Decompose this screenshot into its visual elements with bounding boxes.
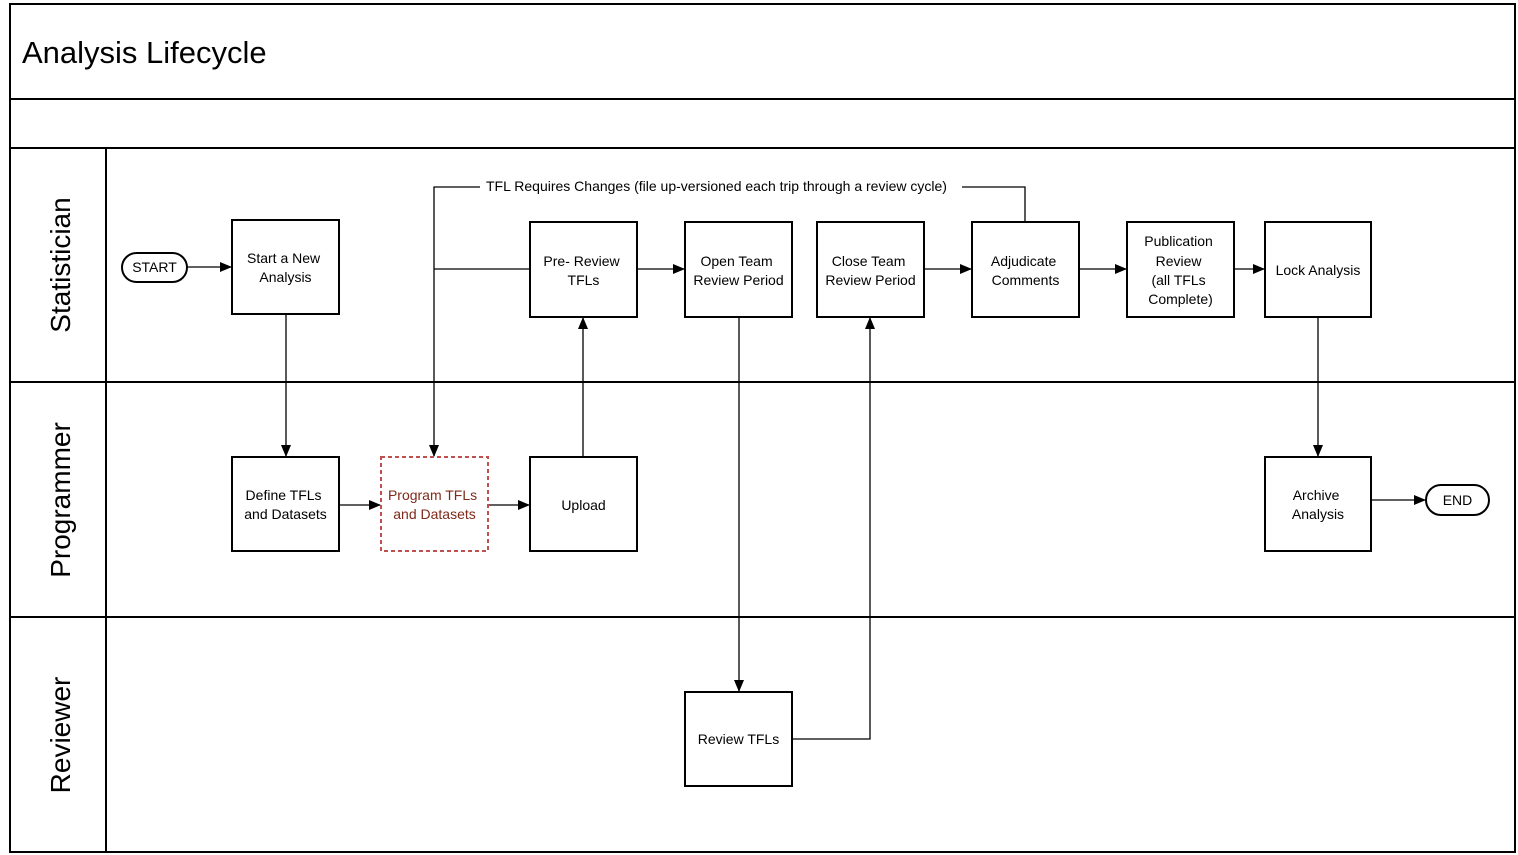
node-publication-line: Complete) xyxy=(1148,291,1213,307)
node-review-tfls: Review TFLs xyxy=(684,691,793,787)
svg-text:Publication Review: Publication Review (all TFLs Complete) xyxy=(1144,233,1216,307)
node-program-line: and Datasets xyxy=(393,506,476,522)
node-adjudicate-line: Adjudicate xyxy=(991,253,1057,269)
node-open-team-line: Open Team xyxy=(700,253,772,269)
svg-text:Archive Analysis: Archive Analysis xyxy=(1292,487,1344,522)
node-start-new-analysis-line: Analysis xyxy=(259,269,311,285)
lane-label-reviewer: Reviewer xyxy=(45,677,76,794)
lane-label-programmer: Programmer xyxy=(45,422,76,578)
svg-text:Pre- Review TFLs: Pre- Review TFLs xyxy=(543,253,623,288)
loop-back-label: TFL Requires Changes (file up-versioned … xyxy=(486,178,947,194)
node-close-team-line: Close Team xyxy=(832,253,906,269)
node-start-new-analysis-line: Start a New xyxy=(247,250,321,266)
node-pre-review-tfls: Pre- Review TFLs xyxy=(529,221,638,318)
node-pre-review-tfls-line: TFLs xyxy=(568,272,600,288)
node-program-line: Program TFLs xyxy=(388,487,477,503)
diagram-frame xyxy=(9,3,1516,853)
svg-text:Open Team Review Period: Open Team Review Period xyxy=(693,253,783,288)
end-terminal-label: END xyxy=(1443,492,1473,508)
node-define-tfls-and-datasets: Define TFLs and Datasets xyxy=(231,456,340,552)
svg-text:Close Team Review Period: Close Team Review Period xyxy=(825,253,915,288)
node-publication-line: Publication xyxy=(1144,233,1213,249)
lane-label-statistician: Statistician xyxy=(45,197,76,332)
node-adjudicate-line: Comments xyxy=(992,272,1060,288)
node-open-team-review-period: Open Team Review Period xyxy=(684,221,793,318)
svg-text:Upload: Upload xyxy=(561,497,605,513)
svg-text:Start a New Analysis: Start a New Analysis xyxy=(247,250,324,285)
svg-text:Define TFLs and Datasets: Define TFLs and Datasets xyxy=(244,487,327,522)
node-archive-analysis: Archive Analysis xyxy=(1264,456,1372,552)
node-open-team-line: Review Period xyxy=(693,272,783,288)
node-upload-line: Upload xyxy=(561,497,605,513)
node-upload: Upload xyxy=(529,456,638,552)
node-archive-line: Archive xyxy=(1293,487,1340,503)
node-lock-analysis-line: Lock Analysis xyxy=(1276,262,1361,278)
svg-text:Review TFLs: Review TFLs xyxy=(698,731,779,747)
node-publication-line: (all TFLs xyxy=(1151,272,1205,288)
start-terminal-label: START xyxy=(132,259,177,275)
connector-review-to-close-team xyxy=(792,317,875,740)
node-publication-review: Publication Review (all TFLs Complete) xyxy=(1126,221,1235,318)
connectors xyxy=(187,186,1426,740)
loop-back-line xyxy=(962,186,1026,222)
node-review-line: Review TFLs xyxy=(698,731,779,747)
node-lock-analysis: Lock Analysis xyxy=(1264,221,1372,318)
end-terminal: END xyxy=(1425,484,1490,516)
start-terminal: START xyxy=(121,252,188,283)
node-define-line: and Datasets xyxy=(244,506,327,522)
node-pre-review-tfls-line: Pre- Review xyxy=(543,253,620,269)
loop-back-line-left xyxy=(429,186,480,457)
node-adjudicate-comments: Adjudicate Comments xyxy=(971,221,1080,318)
diagram-title: Analysis Lifecycle xyxy=(22,35,267,70)
node-archive-line: Analysis xyxy=(1292,506,1344,522)
node-define-line: Define TFLs xyxy=(246,487,322,503)
svg-text:Program TFLs and Dataset: Program TFLs and Datasets xyxy=(388,487,481,522)
node-program-tfls-and-datasets: Program TFLs and Datasets xyxy=(380,456,489,552)
node-close-team-review-period: Close Team Review Period xyxy=(816,221,925,318)
node-close-team-line: Review Period xyxy=(825,272,915,288)
node-publication-line: Review xyxy=(1156,253,1203,269)
svg-text:Lock Analysis: Lock Analysis xyxy=(1276,262,1361,278)
node-start-new-analysis: Start a New Analysis xyxy=(231,219,340,315)
svg-text:Adjudicate Comments: Adjudicate Comments xyxy=(991,253,1060,288)
